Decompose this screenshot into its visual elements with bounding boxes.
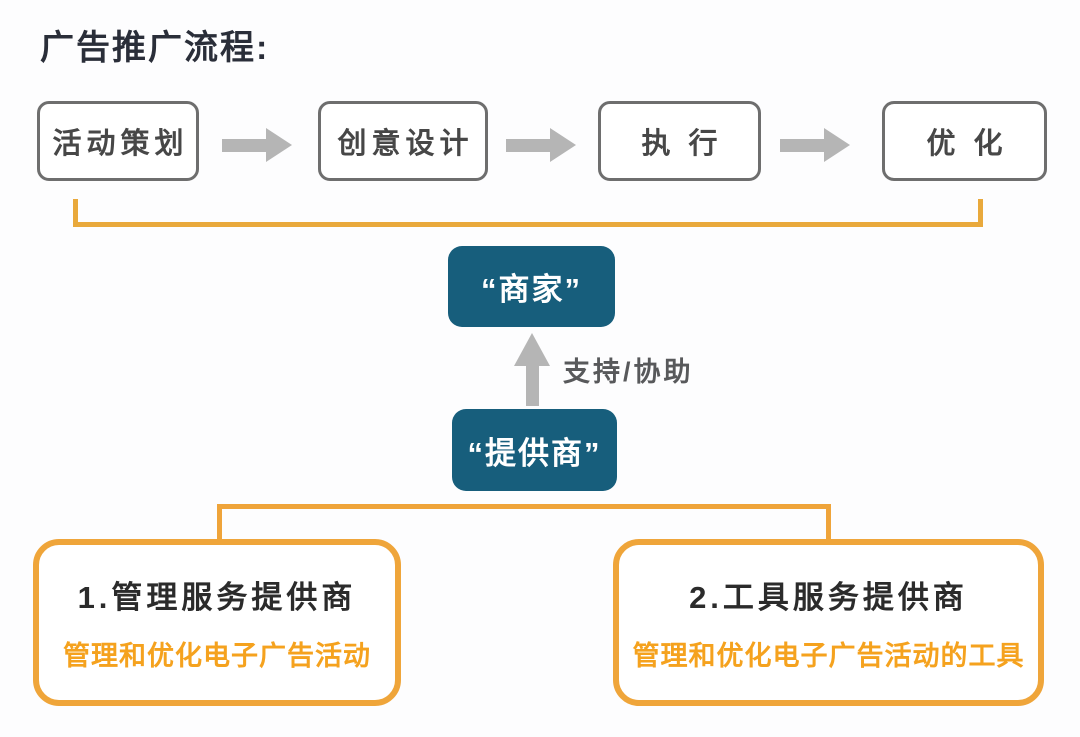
arrow-shaft bbox=[222, 138, 266, 152]
flow-step-label: 执 行 bbox=[641, 128, 723, 160]
arrow-head bbox=[514, 333, 550, 366]
flow-step-execution: 执 行 bbox=[598, 101, 761, 181]
flow-group-bracket bbox=[73, 199, 983, 227]
support-assist-label: 支持/协助 bbox=[563, 357, 694, 387]
tool-service-provider-card: 2.工具服务提供商 管理和优化电子广告活动的工具 bbox=[613, 539, 1044, 706]
card-title: 2.工具服务提供商 bbox=[689, 580, 968, 615]
arrow-shaft bbox=[506, 138, 550, 152]
flow-step-planning: 活动策划 bbox=[37, 101, 199, 181]
arrow-shaft bbox=[780, 138, 824, 152]
arrow-right-icon bbox=[780, 128, 850, 162]
provider-label: “提供商” bbox=[467, 435, 602, 471]
arrow-right-icon bbox=[222, 128, 292, 162]
arrow-right-icon bbox=[506, 128, 576, 162]
provider-branch-connector bbox=[217, 504, 831, 542]
flow-step-optimization: 优 化 bbox=[882, 101, 1047, 181]
arrow-up-icon bbox=[514, 333, 550, 406]
flow-step-label: 活动策划 bbox=[52, 128, 189, 160]
management-service-provider-card: 1.管理服务提供商 管理和优化电子广告活动 bbox=[33, 539, 401, 706]
arrow-head bbox=[266, 128, 292, 162]
flow-step-creative-design: 创意设计 bbox=[318, 101, 488, 181]
provider-box: “提供商” bbox=[452, 409, 617, 491]
arrow-head bbox=[824, 128, 850, 162]
card-title: 1.管理服务提供商 bbox=[77, 580, 357, 615]
card-description: 管理和优化电子广告活动 bbox=[63, 641, 371, 671]
merchant-label: “商家” bbox=[481, 272, 582, 307]
merchant-box: “商家” bbox=[448, 246, 615, 327]
card-description: 管理和优化电子广告活动的工具 bbox=[632, 641, 1025, 671]
arrow-head bbox=[550, 128, 576, 162]
arrow-shaft bbox=[525, 366, 539, 406]
page-title: 广告推广流程: bbox=[40, 29, 270, 67]
flow-step-label: 优 化 bbox=[926, 128, 1008, 160]
flow-step-label: 创意设计 bbox=[337, 128, 474, 160]
